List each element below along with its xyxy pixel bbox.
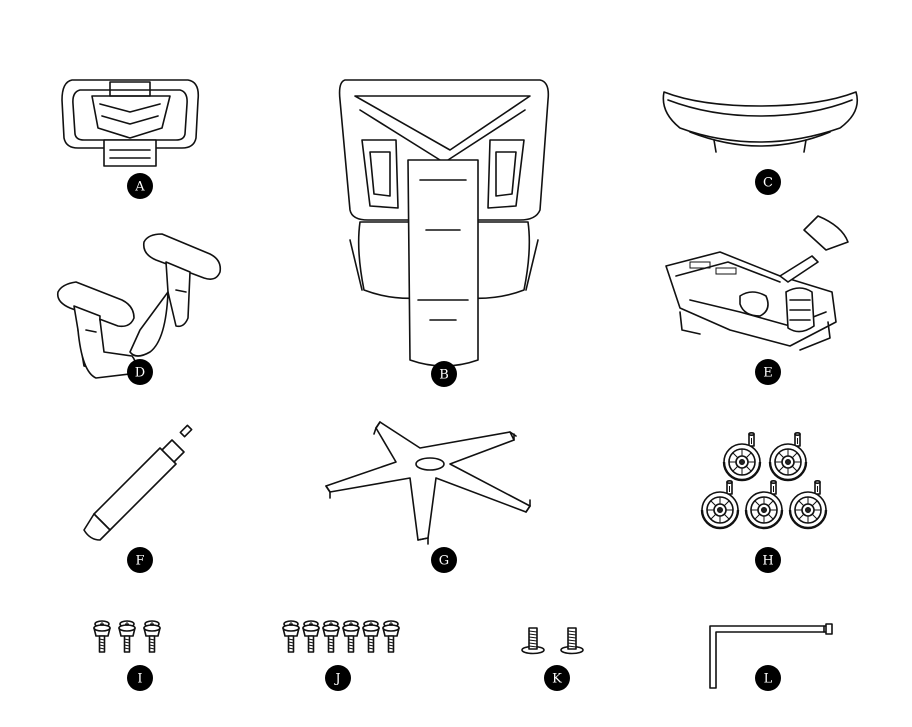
label-badge-circle: [755, 169, 781, 195]
label-badge-circle: [325, 665, 351, 691]
label-casters: H: [755, 547, 781, 573]
bolts-2-drawing: [521, 627, 584, 655]
label-seat: C: [755, 169, 781, 195]
label-letter: E: [763, 366, 773, 381]
label-base: G: [431, 547, 457, 573]
label-badge-circle: [431, 547, 457, 573]
label-letter: H: [762, 554, 773, 569]
base-drawing: [325, 421, 531, 545]
casters-drawing: [700, 431, 828, 530]
label-letter: B: [439, 368, 449, 383]
label-badge-circle: [431, 361, 457, 387]
label-letter: G: [439, 554, 449, 569]
label-letter: F: [135, 554, 144, 569]
label-bolts-2: K: [544, 665, 570, 691]
label-headrest: A: [127, 173, 153, 199]
label-letter: C: [763, 176, 773, 191]
label-letter: A: [134, 180, 145, 195]
allen-key-drawing: [709, 623, 833, 689]
label-screws-6: J: [325, 665, 351, 691]
label-letter: I: [137, 672, 142, 687]
label-backrest: B: [431, 361, 457, 387]
label-badge-circle: [755, 359, 781, 385]
mechanism-drawing: [665, 215, 849, 351]
label-badge-circle: [127, 665, 153, 691]
label-screws-3: I: [127, 665, 153, 691]
headrest-drawing: [61, 79, 200, 167]
label-badge-circle: [755, 665, 781, 691]
label-badge-circle: [127, 359, 153, 385]
label-gas-cylinder: F: [127, 547, 153, 573]
armrests-drawing: [56, 233, 222, 379]
label-allen-key: L: [755, 665, 781, 691]
label-armrests: D: [127, 359, 153, 385]
screws-3-drawing: [93, 620, 161, 653]
backrest-drawing: [338, 79, 550, 367]
seat-drawing: [662, 91, 859, 153]
label-badge-circle: [127, 547, 153, 573]
gas-cylinder-drawing: [83, 424, 193, 541]
label-badge-circle: [755, 547, 781, 573]
label-letter: L: [764, 672, 773, 687]
label-letter: D: [135, 366, 145, 381]
screws-6-drawing: [282, 620, 400, 653]
label-mechanism: E: [755, 359, 781, 385]
label-letter: K: [552, 672, 562, 687]
label-badge-circle: [544, 665, 570, 691]
label-badge-circle: [127, 173, 153, 199]
label-letter: J: [333, 672, 340, 687]
